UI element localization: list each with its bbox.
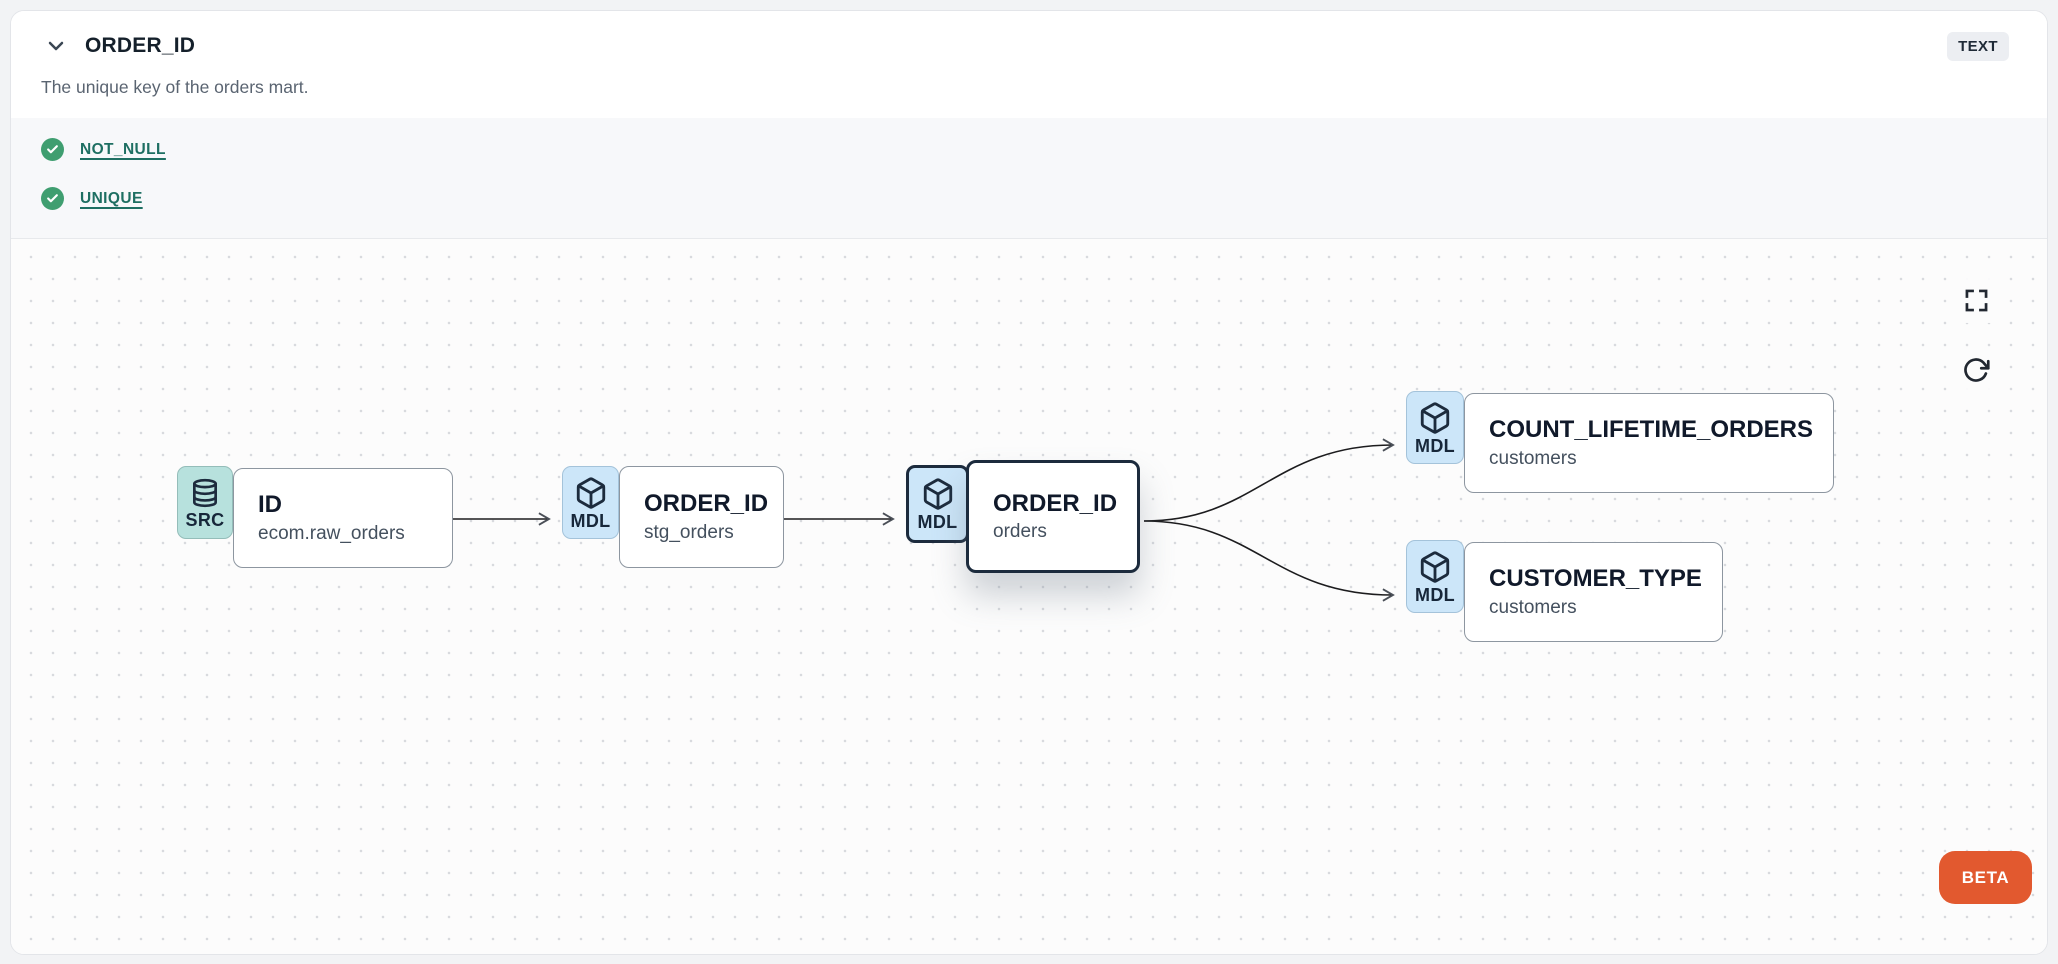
column-description: The unique key of the orders mart. [41, 77, 309, 97]
chevron-down-icon [44, 34, 68, 58]
node-subtitle: stg_orders [644, 521, 734, 543]
collapse-chevron-button[interactable] [41, 31, 71, 61]
column-type-badge: TEXT [1947, 31, 2009, 61]
fullscreen-icon [1963, 287, 1990, 314]
node-card: ID ecom.raw_orders [233, 468, 453, 568]
test-link-not-null[interactable]: NOT_NULL [80, 140, 166, 158]
cube-icon [1418, 550, 1452, 584]
refresh-icon [1962, 356, 1990, 384]
cube-icon [574, 476, 608, 510]
node-title: ORDER_ID [993, 489, 1118, 517]
node-subtitle: customers [1489, 596, 1577, 618]
node-title: ORDER_ID [644, 490, 769, 518]
node-badge: MDL [562, 466, 619, 539]
test-row: NOT_NULL [41, 138, 2021, 161]
node-badge: MDL [1406, 540, 1464, 613]
node-title: ID [258, 491, 282, 519]
node-badge: MDL [906, 465, 969, 543]
database-icon [189, 477, 221, 509]
tests-section: NOT_NULL UNIQUE [11, 118, 2047, 239]
reset-view-button[interactable] [1953, 347, 1999, 393]
node-subtitle: customers [1489, 447, 1577, 469]
beta-badge-button[interactable]: BETA [1939, 851, 2032, 904]
node-badge: MDL [1406, 391, 1464, 464]
check-circle-icon [41, 187, 64, 210]
node-title: CUSTOMER_TYPE [1489, 565, 1702, 593]
column-detail-card: ORDER_ID TEXT The unique key of the orde… [10, 10, 2048, 955]
lineage-edges [453, 438, 1395, 602]
node-title: COUNT_LIFETIME_ORDERS [1489, 416, 1814, 444]
node-card: ORDER_ID stg_orders [619, 466, 784, 568]
node-subtitle: ecom.raw_orders [258, 522, 405, 544]
header: ORDER_ID TEXT The unique key of the orde… [11, 11, 2047, 118]
node-card: CUSTOMER_TYPE customers [1464, 542, 1723, 642]
node-badge: SRC [177, 466, 233, 539]
node-badge-label: MDL [1415, 584, 1455, 605]
node-badge-label: MDL [917, 512, 958, 532]
test-row: UNIQUE [41, 187, 2021, 210]
lineage-canvas[interactable]: SRC ID ecom.raw_orders MDL ORDER_ID stg_… [11, 239, 2047, 954]
node-badge-label: MDL [1415, 435, 1455, 456]
check-circle-icon [41, 138, 64, 161]
node-card: ORDER_ID orders [966, 460, 1140, 573]
fullscreen-button[interactable] [1953, 277, 1999, 323]
page-title: ORDER_ID [85, 34, 196, 57]
node-badge-label: MDL [570, 510, 611, 531]
node-card: COUNT_LIFETIME_ORDERS customers [1464, 393, 1834, 493]
cube-icon [921, 477, 955, 511]
cube-icon [1418, 401, 1452, 435]
node-badge-label: SRC [185, 509, 225, 530]
test-link-unique[interactable]: UNIQUE [80, 189, 143, 207]
node-subtitle: orders [993, 521, 1047, 543]
